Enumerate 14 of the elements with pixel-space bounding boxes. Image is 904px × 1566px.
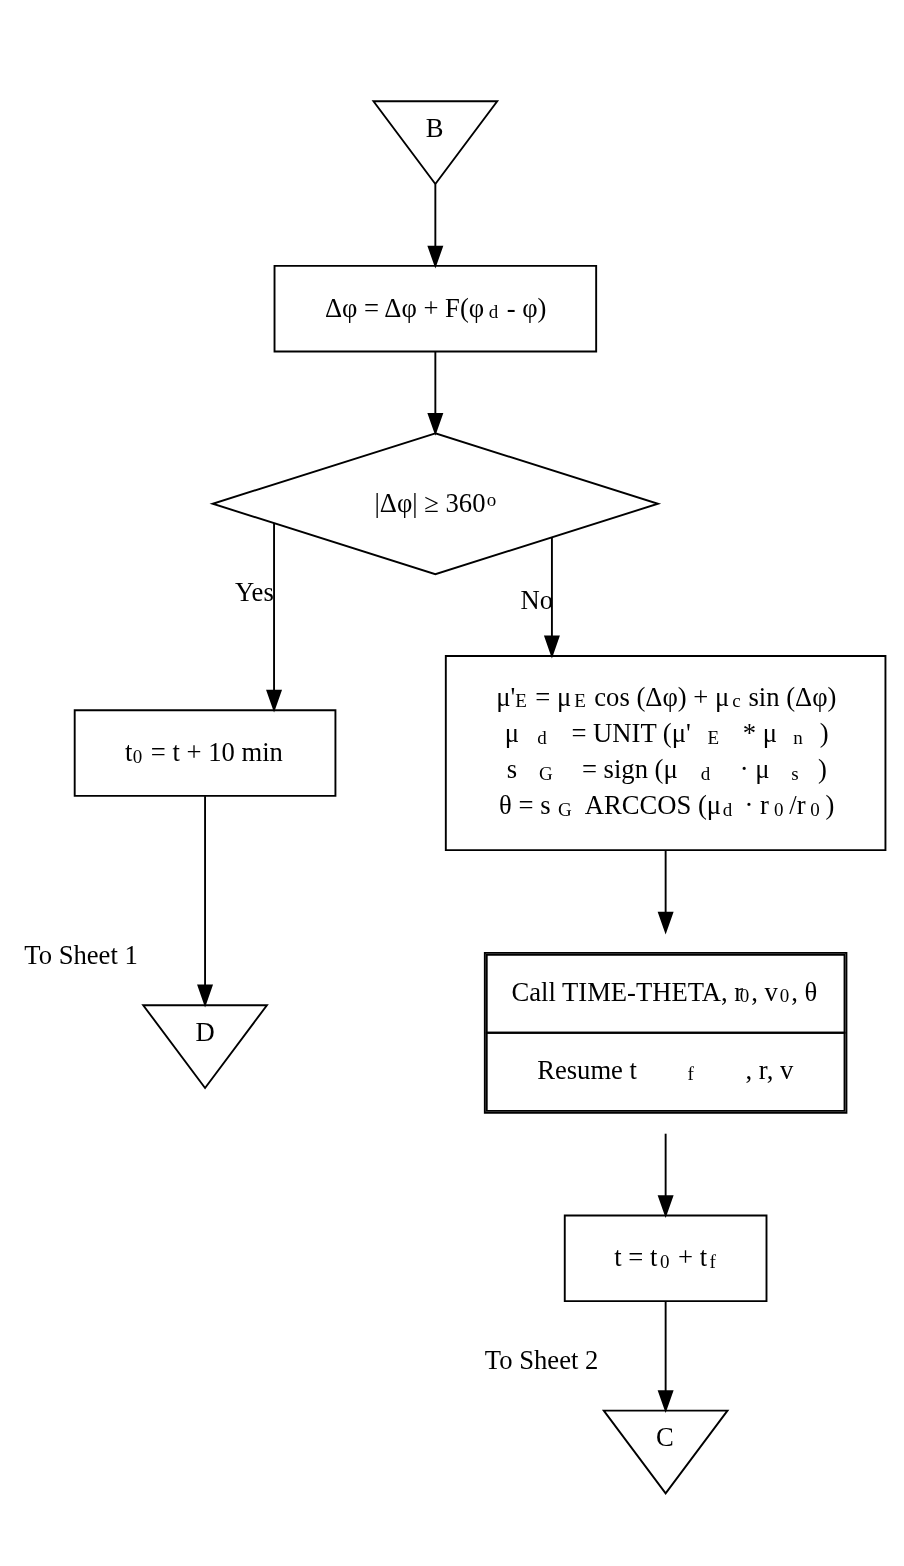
arrow xyxy=(427,182,444,269)
arrow xyxy=(543,535,560,658)
arrow xyxy=(266,521,283,713)
arrow xyxy=(427,350,444,436)
node-box: t = t0 + tf xyxy=(563,1214,768,1302)
node-label: To Sheet 2 xyxy=(484,1344,599,1375)
arrow xyxy=(657,1132,674,1218)
arrow xyxy=(657,1300,674,1413)
node-box: t0 = t + 10 min xyxy=(73,708,337,797)
edge-label: Yes xyxy=(235,576,274,607)
edge-label: No xyxy=(520,584,554,615)
node-label: To Sheet 1 xyxy=(24,939,138,970)
arrow xyxy=(657,848,674,934)
arrow xyxy=(197,794,214,1007)
